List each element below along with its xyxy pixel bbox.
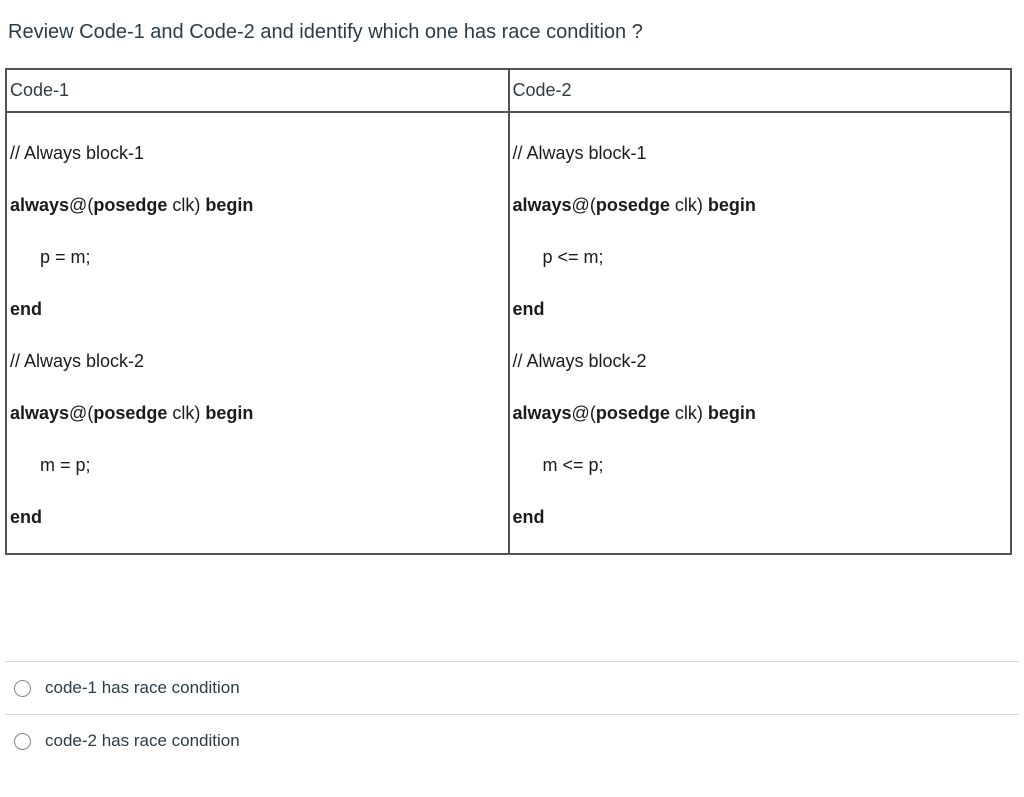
code-line: always@(posedge clk) begin — [513, 387, 1008, 439]
code-line: always@(posedge clk) begin — [513, 179, 1008, 231]
code-text: @( — [69, 195, 94, 215]
verilog-keyword: always — [512, 195, 572, 215]
verilog-keyword: begin — [205, 195, 254, 215]
option-label-code-1: code-1 has race condition — [45, 678, 240, 697]
code-line: end — [513, 491, 1008, 543]
option-code-2-race[interactable]: code-2 has race condition — [5, 714, 1019, 767]
code-text: clk) — [167, 403, 206, 423]
radio-button-code-2[interactable] — [14, 732, 31, 750]
code-line: p <= m; — [513, 231, 1008, 283]
code-line: // Always block-2 — [513, 335, 1008, 387]
verilog-keyword: begin — [205, 403, 254, 423]
code-text: // Always block-1 — [512, 143, 647, 163]
code-text: m <= p; — [542, 455, 604, 475]
radio-button-code-1[interactable] — [14, 679, 31, 697]
code-text: @( — [571, 403, 596, 423]
verilog-keyword: end — [10, 299, 43, 319]
code-line: // Always block-1 — [10, 127, 505, 179]
code-text: @( — [571, 195, 596, 215]
code-text: // Always block-1 — [10, 143, 145, 163]
code-line: end — [10, 491, 505, 543]
code-text: clk) — [167, 195, 206, 215]
verilog-keyword: posedge — [595, 403, 670, 423]
code-line: always@(posedge clk) begin — [10, 179, 505, 231]
verilog-keyword: posedge — [93, 403, 168, 423]
code-line: end — [513, 283, 1008, 335]
quiz-question-page: Review Code-1 and Code-2 and identify wh… — [0, 19, 1024, 767]
code-text: // Always block-2 — [10, 351, 145, 371]
code-line: m = p; — [10, 439, 505, 491]
code-line: // Always block-2 — [10, 335, 505, 387]
code-text: clk) — [669, 403, 708, 423]
code-line: p = m; — [10, 231, 505, 283]
answer-options: code-1 has race condition code-2 has rac… — [5, 661, 1019, 767]
table-header-row: Code-1 Code-2 — [5, 68, 1012, 113]
code-text: p <= m; — [542, 247, 604, 267]
verilog-keyword: posedge — [93, 195, 168, 215]
question-title: Review Code-1 and Code-2 and identify wh… — [8, 21, 643, 43]
code-text: // Always block-2 — [512, 351, 647, 371]
verilog-keyword: always — [512, 403, 572, 423]
code-text: clk) — [669, 195, 708, 215]
option-code-1-race[interactable]: code-1 has race condition — [5, 661, 1019, 714]
verilog-keyword: always — [10, 195, 70, 215]
option-label-code-2: code-2 has race condition — [45, 731, 240, 750]
code-text: m = p; — [40, 455, 91, 475]
code-line: m <= p; — [513, 439, 1008, 491]
code-line: end — [10, 283, 505, 335]
code-line: // Always block-1 — [513, 127, 1008, 179]
verilog-keyword: begin — [707, 403, 756, 423]
verilog-keyword: end — [10, 507, 43, 527]
code-text: @( — [69, 403, 94, 423]
verilog-keyword: begin — [707, 195, 756, 215]
table-header-code-1: Code-1 — [5, 68, 510, 113]
table-header-code-2: Code-2 — [507, 68, 1012, 113]
verilog-keyword: always — [10, 403, 70, 423]
code-line: always@(posedge clk) begin — [10, 387, 505, 439]
verilog-keyword: end — [512, 299, 545, 319]
verilog-keyword: end — [512, 507, 545, 527]
code-text: p = m; — [40, 247, 91, 267]
verilog-keyword: posedge — [595, 195, 670, 215]
